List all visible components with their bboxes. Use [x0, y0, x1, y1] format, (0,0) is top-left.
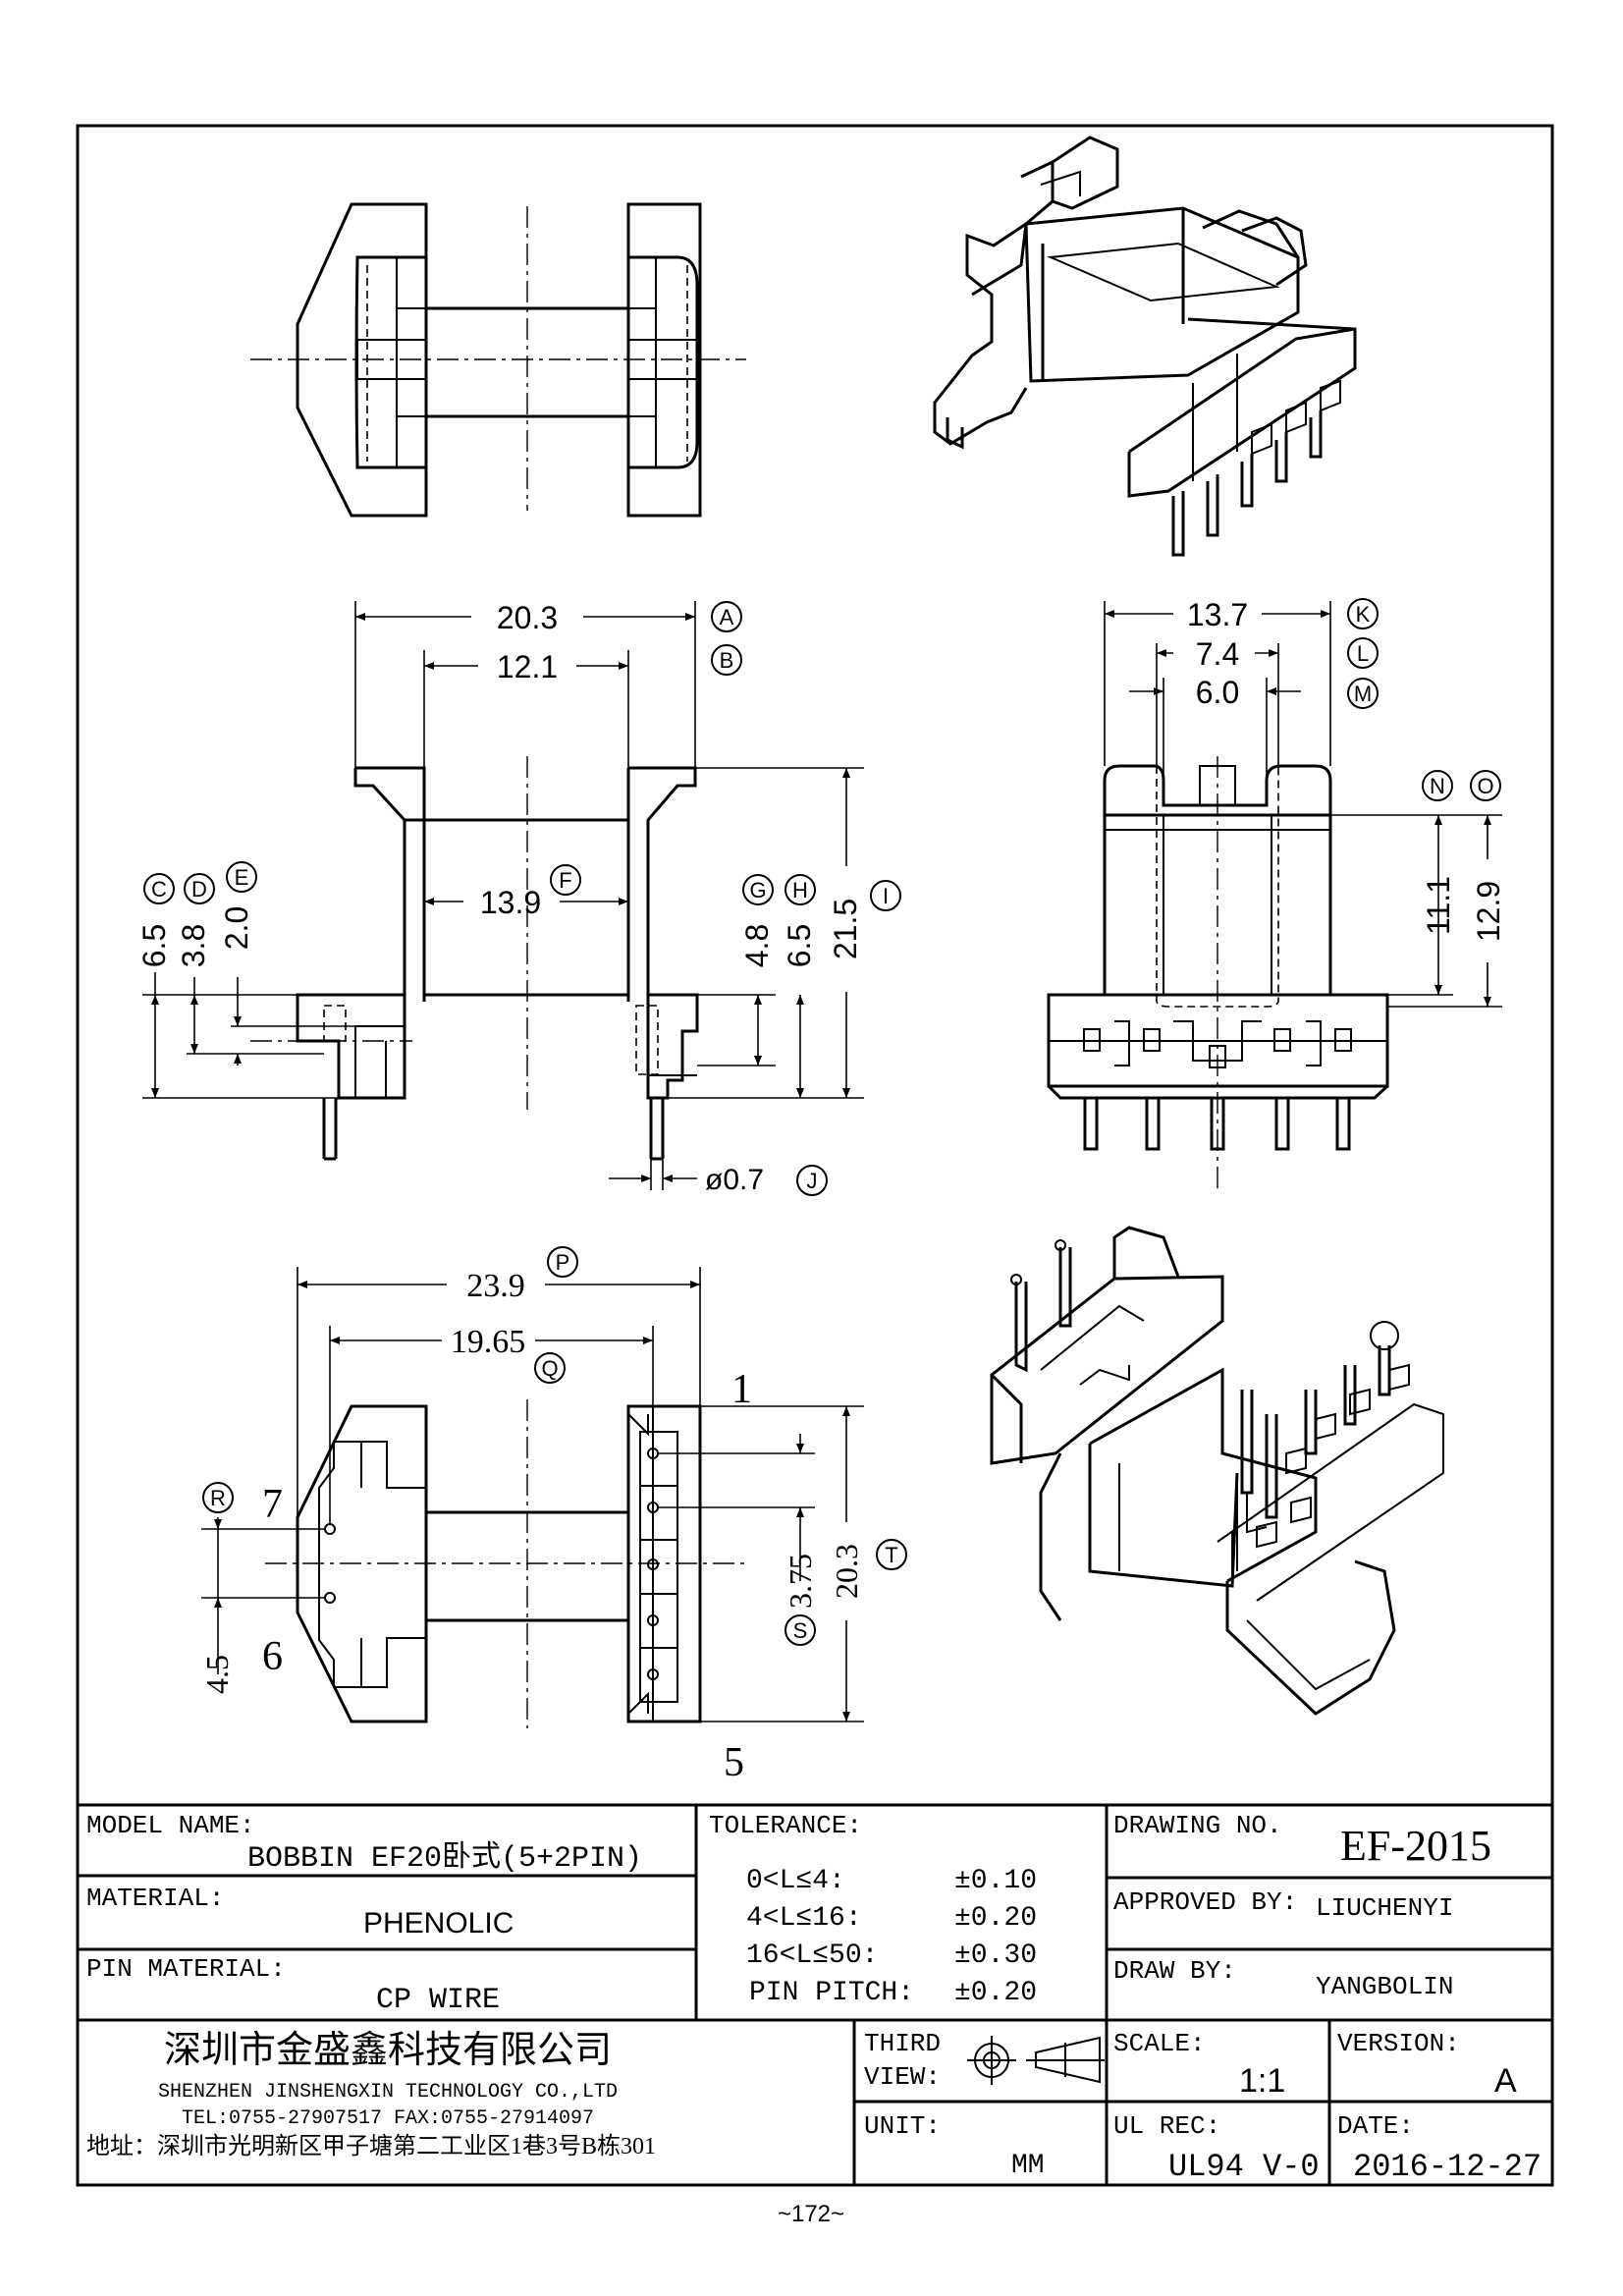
- pin-1-label: 1: [731, 1367, 752, 1412]
- ref-o: O: [1477, 774, 1493, 798]
- ref-b: B: [720, 648, 734, 673]
- dim-e: 2.0: [219, 906, 254, 950]
- ref-m: M: [1354, 682, 1372, 706]
- dim-k: 13.7: [1187, 597, 1248, 632]
- date-label: DATE:: [1337, 2111, 1414, 2141]
- tolerance-row-2-range: 4<L≤16:: [746, 1903, 862, 1934]
- ref-t: T: [885, 1543, 897, 1567]
- dim-b: 12.1: [497, 649, 558, 684]
- approved-by-value: LIUCHENYI: [1316, 1893, 1453, 1923]
- ref-n: N: [1430, 774, 1445, 798]
- top-view: [250, 202, 746, 518]
- tolerance-row-2-value: ±0.20: [954, 1903, 1037, 1934]
- tolerance-row-1-range: 0<L≤4:: [746, 1866, 845, 1896]
- dim-i: 21.5: [828, 899, 863, 959]
- drawing-no-value: EF-2015: [1340, 1822, 1491, 1870]
- ref-i: I: [883, 884, 889, 908]
- dim-s: 3.75: [783, 1554, 818, 1609]
- pin-material-label: PIN MATERIAL:: [86, 1954, 286, 1984]
- pin-6-label: 6: [262, 1634, 283, 1679]
- version-label: VERSION:: [1337, 2029, 1460, 2058]
- model-name-value: BOBBIN EF20卧式(5+2PIN): [247, 1840, 642, 1876]
- dim-j: ø0.7: [705, 1164, 764, 1196]
- title-block-lines: [78, 1803, 1552, 2185]
- isometric-view-bottom: [990, 1226, 1444, 1716]
- ref-q: Q: [541, 1356, 558, 1381]
- dim-l: 7.4: [1196, 636, 1239, 672]
- company-tel: TEL:0755-27907517 FAX:0755-27914097: [182, 2107, 594, 2130]
- dim-n: 11.1: [1421, 876, 1456, 935]
- third-view-label-1: THIRD: [864, 2029, 941, 2058]
- dim-a: 20.3: [497, 600, 558, 635]
- company-address: 地址：深圳市光明新区甲子塘第二工业区1巷3号B栋301: [86, 2133, 656, 2159]
- approved-by-label: APPROVED BY:: [1113, 1887, 1297, 1917]
- dim-t: 20.3: [829, 1544, 864, 1599]
- pin-material-value: CP WIRE: [376, 1984, 500, 2017]
- ref-h: H: [792, 878, 808, 902]
- unit-value: MM: [1011, 2151, 1045, 2181]
- ref-c: C: [151, 877, 167, 902]
- ref-s: S: [793, 1618, 808, 1643]
- ref-d: D: [191, 877, 207, 902]
- date-value: 2016-12-27: [1353, 2149, 1542, 2185]
- unit-label: UNIT:: [864, 2111, 941, 2141]
- ref-a: A: [720, 605, 734, 629]
- company-name-en: SHENZHEN JINSHENGXIN TECHNOLOGY CO.,LTD: [158, 2081, 618, 2104]
- tolerance-row-3-range: 16<L≤50:: [746, 1941, 878, 1971]
- draw-by-label: DRAW BY:: [1113, 1956, 1236, 1986]
- ul-rec-label: UL REC:: [1113, 2111, 1220, 2141]
- dim-g: 4.8: [739, 924, 775, 967]
- dim-f: 13.9: [480, 885, 541, 920]
- ref-e: E: [235, 865, 249, 890]
- dim-c: 6.5: [136, 924, 172, 967]
- tolerance-label: TOLERANCE:: [709, 1811, 862, 1840]
- ref-j: J: [807, 1169, 818, 1193]
- dim-h: 6.5: [782, 924, 817, 967]
- ref-f: F: [559, 868, 571, 893]
- tolerance-row-4-value: ±0.20: [954, 1978, 1037, 2008]
- draw-by-value: YANGBOLIN: [1316, 1972, 1453, 2001]
- dim-o: 12.9: [1471, 881, 1506, 942]
- pin-5-label: 5: [724, 1740, 744, 1785]
- bottom-view-dimensions: [201, 1267, 864, 1722]
- scale-label: SCALE:: [1113, 2029, 1206, 2058]
- tolerance-row-3-value: ±0.30: [954, 1941, 1037, 1971]
- model-name-label: MODEL NAME:: [86, 1811, 255, 1840]
- page-number: ~172~: [778, 2201, 844, 2227]
- dim-q: 19.65: [451, 1324, 526, 1360]
- drawing-border: [76, 124, 1554, 2187]
- scale-value: 1:1: [1239, 2062, 1285, 2100]
- version-value: A: [1494, 2062, 1517, 2100]
- third-view-label-2: VIEW:: [864, 2062, 941, 2092]
- dim-d: 3.8: [176, 924, 211, 967]
- tolerance-row-1-value: ±0.10: [954, 1866, 1037, 1896]
- isometric-view-top: [933, 136, 1357, 557]
- ref-l: L: [1357, 641, 1369, 666]
- ul-rec-value: UL94 V-0: [1168, 2149, 1320, 2185]
- ref-r: R: [210, 1486, 226, 1510]
- company-name-cn: 深圳市金盛鑫科技有限公司: [164, 2030, 612, 2071]
- ref-p: P: [556, 1250, 570, 1275]
- pin-7-label: 7: [262, 1482, 283, 1527]
- ref-g: G: [749, 878, 766, 902]
- dim-m: 6.0: [1196, 675, 1239, 710]
- material-label: MATERIAL:: [86, 1884, 224, 1913]
- material-value: PHENOLIC: [363, 1907, 514, 1940]
- side-view: [1047, 756, 1389, 1193]
- front-view-dimensions: [142, 601, 864, 1190]
- ref-k: K: [1356, 602, 1371, 627]
- dim-p: 23.9: [466, 1268, 525, 1304]
- reference-circles: A B C D E F G H I J K L M N O P Q R S T: [143, 598, 1501, 1646]
- dim-r: 4.5: [199, 1655, 235, 1694]
- side-view-dimensions: [1104, 601, 1502, 1008]
- tolerance-row-4-range: PIN PITCH:: [749, 1978, 914, 2008]
- drawing-no-label: DRAWING NO.: [1113, 1811, 1282, 1840]
